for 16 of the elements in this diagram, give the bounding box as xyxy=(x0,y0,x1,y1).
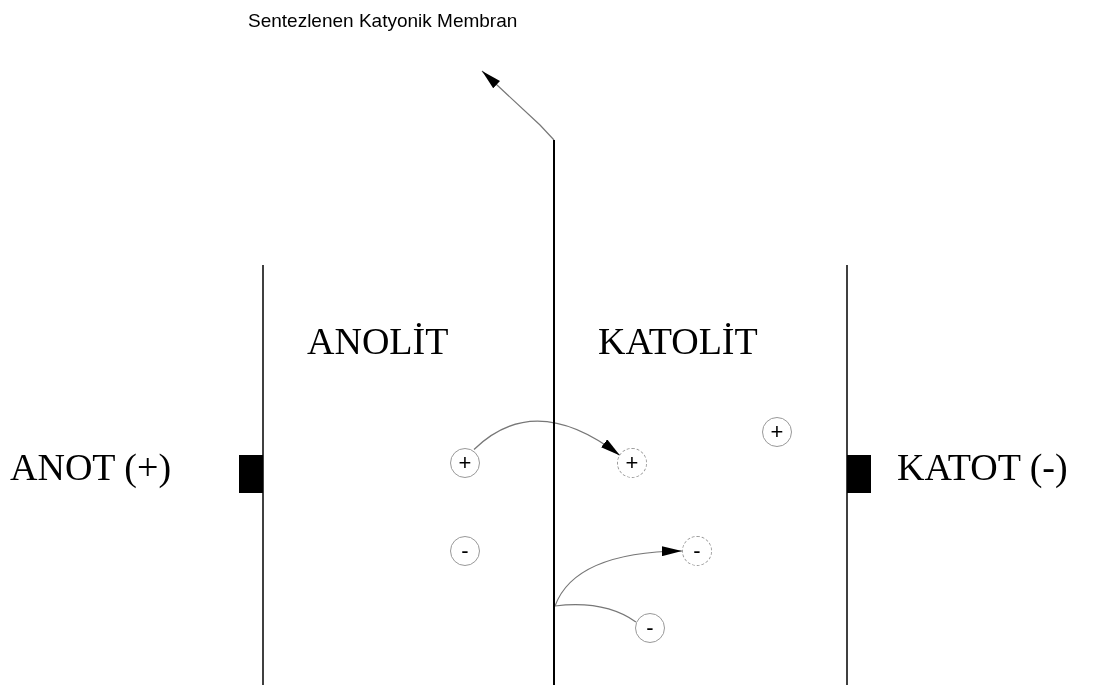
ion-circle: + xyxy=(450,448,480,478)
region-label: ANOLİT xyxy=(307,322,449,360)
ion-circle: - xyxy=(450,536,480,566)
curved-arrow xyxy=(481,70,555,141)
ion-circle: - xyxy=(682,536,712,566)
ion-circle: - xyxy=(635,613,665,643)
leader-text: Sentezlenen Katyonik Membran xyxy=(248,8,608,34)
curved-line xyxy=(554,604,637,623)
ion-circle: + xyxy=(617,448,647,478)
membrane-line xyxy=(553,140,555,685)
electrode-label: KATOT (-) xyxy=(897,448,1068,486)
ion-circle: + xyxy=(762,417,792,447)
electrode-label: ANOT (+) xyxy=(10,448,172,486)
region-label: KATOLİT xyxy=(598,322,758,360)
curved-arrow xyxy=(554,546,683,607)
curved-arrow xyxy=(473,420,621,457)
